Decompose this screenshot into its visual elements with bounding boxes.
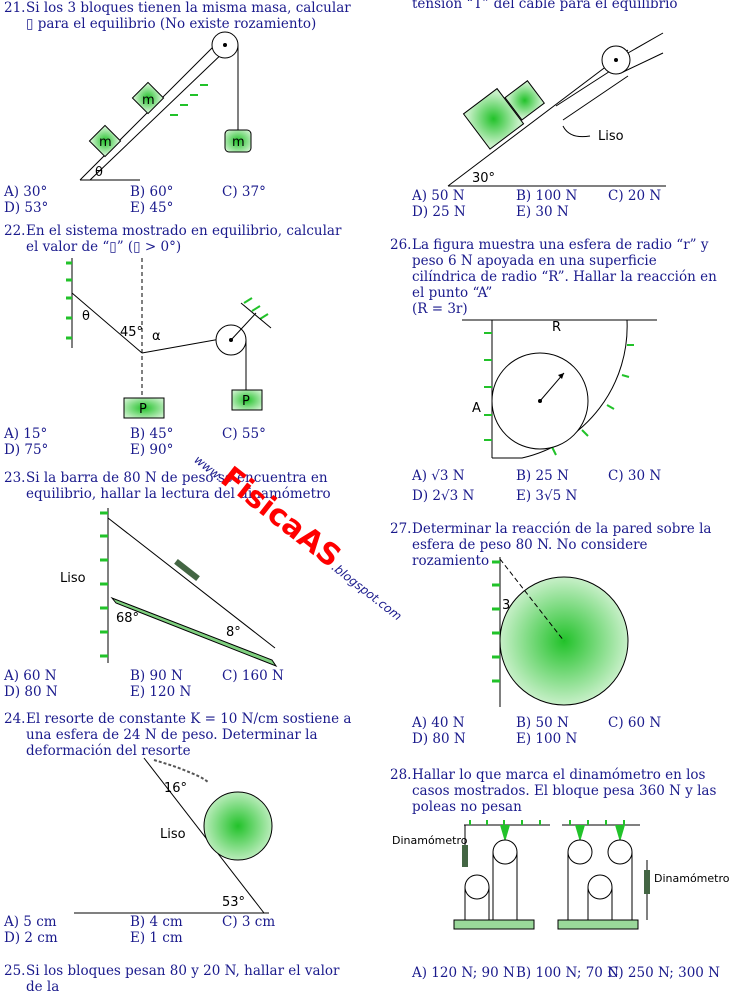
question-text: Determinar la reacción de la pared sobre… xyxy=(412,521,712,569)
option-c[interactable]: C) 3 cm xyxy=(222,914,276,930)
angle-label: θ xyxy=(82,309,90,324)
question-number: 24. xyxy=(4,711,26,727)
option-e[interactable]: E) 45° xyxy=(130,200,174,216)
question-text: La figura muestra una esfera de radio “r… xyxy=(412,237,717,301)
option-b[interactable]: B) 100 N; 70 N xyxy=(516,965,619,981)
option-b[interactable]: B) 25 N xyxy=(516,468,569,484)
question-text: Si la barra de 80 N de peso se encuentra… xyxy=(26,470,331,502)
angle-label: 45° xyxy=(120,325,143,340)
option-d[interactable]: D) 25 N xyxy=(412,204,466,220)
angle-label: 8° xyxy=(226,625,241,640)
option-b[interactable]: B) 50 N xyxy=(516,715,569,731)
question-27: 27. Determinar la reacción de la pared s… xyxy=(390,521,722,569)
angle-label: 30° xyxy=(472,171,495,186)
question-text: En el sistema mostrado en equilibrio, ca… xyxy=(26,223,342,255)
question-28: 28. Hallar lo que marca el dinamómetro e… xyxy=(390,767,722,815)
diagram-q25: Liso 30° xyxy=(447,32,666,187)
question-number: 25. xyxy=(4,963,26,979)
diagram-q22: P P θ 45° α xyxy=(66,258,272,419)
question-number: 21. xyxy=(4,0,26,16)
diagram-q24: 16° Liso 53° xyxy=(74,757,273,914)
angle-label: 16° xyxy=(164,781,187,796)
block-label: P xyxy=(139,402,147,417)
option-a[interactable]: A) 120 N; 90 N xyxy=(412,965,515,981)
option-d[interactable]: D) 80 N xyxy=(4,684,58,700)
block-label: P xyxy=(242,394,250,409)
option-c[interactable]: C) 60 N xyxy=(608,715,662,731)
block-label: m xyxy=(232,135,245,150)
radius-label: R xyxy=(552,320,561,335)
option-e[interactable]: E) 30 N xyxy=(516,204,569,220)
diagram-q27: 3 xyxy=(492,557,629,707)
option-d[interactable]: D) 80 N xyxy=(412,731,466,747)
option-c[interactable]: C) 160 N xyxy=(222,668,284,684)
liso-label: Liso xyxy=(160,827,186,842)
angle-label: 68° xyxy=(116,611,139,626)
option-b[interactable]: B) 60° xyxy=(130,184,174,200)
option-a[interactable]: A) 50 N xyxy=(412,188,465,204)
option-c[interactable]: C) 250 N; 300 N xyxy=(608,965,720,981)
diagram-q21: m m m θ xyxy=(79,31,252,181)
option-a[interactable]: A) 5 cm xyxy=(4,914,57,930)
question-25: 25. Si los bloques pesan 80 y 20 N, hall… xyxy=(4,963,356,995)
option-d[interactable]: D) 75° xyxy=(4,442,49,458)
question-text: Hallar lo que marca el dinamómetro en lo… xyxy=(412,767,717,815)
option-e[interactable]: E) 90° xyxy=(130,442,174,458)
block-label: m xyxy=(142,93,155,108)
option-b[interactable]: B) 100 N xyxy=(516,188,578,204)
option-a[interactable]: A) 30° xyxy=(4,184,48,200)
option-e[interactable]: E) 120 N xyxy=(130,684,192,700)
question-number: 23. xyxy=(4,470,26,486)
option-a[interactable]: A) 40 N xyxy=(412,715,465,731)
angle-label: θ xyxy=(95,165,103,180)
option-d[interactable]: D) 2√3 N xyxy=(412,488,475,504)
question-text: Si los bloques pesan 80 y 20 N, hallar e… xyxy=(26,963,340,995)
question-23: 23. Si la barra de 80 N de peso se encue… xyxy=(4,470,356,502)
dinamometro-label: Dinamómetro xyxy=(654,872,730,885)
length-label: 3 xyxy=(502,598,510,613)
diagram-q23: Liso 68° 8° xyxy=(60,508,278,668)
option-e[interactable]: E) 3√5 N xyxy=(516,488,578,504)
option-e[interactable]: E) 1 cm xyxy=(130,930,183,946)
option-b[interactable]: B) 90 N xyxy=(130,668,183,684)
option-c[interactable]: C) 37° xyxy=(222,184,266,200)
diagram-q26: R A xyxy=(462,319,657,459)
question-number: 22. xyxy=(4,223,26,239)
option-b[interactable]: B) 4 cm xyxy=(130,914,183,930)
question-note: (R = 3r) xyxy=(412,301,468,317)
option-e[interactable]: E) 100 N xyxy=(516,731,578,747)
block-label: m xyxy=(99,135,112,150)
question-26: 26. La figura muestra una esfera de radi… xyxy=(390,237,722,317)
option-a[interactable]: A) 15° xyxy=(4,426,48,442)
question-22: 22. En el sistema mostrado en equilibrio… xyxy=(4,223,356,255)
angle-label: 53° xyxy=(222,895,245,910)
question-number: 27. xyxy=(390,521,412,537)
point-label: A xyxy=(472,401,481,416)
option-d[interactable]: D) 53° xyxy=(4,200,49,216)
question-number: 26. xyxy=(390,237,412,253)
dinamometro-label: Dinamómetro xyxy=(392,834,468,847)
question-text: tensión “T” del cable para el equilibrio xyxy=(412,0,678,12)
option-c[interactable]: C) 30 N xyxy=(608,468,662,484)
option-b[interactable]: B) 45° xyxy=(130,426,174,442)
question-text: Si los 3 bloques tienen la misma masa, c… xyxy=(26,0,351,32)
option-d[interactable]: D) 2 cm xyxy=(4,930,58,946)
liso-label: Liso xyxy=(598,129,624,144)
watermark-suffix: .blogspot.com xyxy=(328,559,405,624)
question-21: 21. Si los 3 bloques tienen la misma mas… xyxy=(4,0,356,32)
question-24: 24. El resorte de constante K = 10 N/cm … xyxy=(4,711,356,759)
option-c[interactable]: C) 20 N xyxy=(608,188,662,204)
diagram-q28: Dinamómetro Dinamómetro xyxy=(392,820,730,930)
question-number: 28. xyxy=(390,767,412,783)
question-25-continued: tensión “T” del cable para el equilibrio xyxy=(412,0,722,12)
angle-label: α xyxy=(152,329,161,344)
option-c[interactable]: C) 55° xyxy=(222,426,266,442)
question-text: El resorte de constante K = 10 N/cm sost… xyxy=(26,711,352,759)
option-a[interactable]: A) √3 N xyxy=(412,468,465,484)
liso-label: Liso xyxy=(60,571,86,586)
option-a[interactable]: A) 60 N xyxy=(4,668,57,684)
